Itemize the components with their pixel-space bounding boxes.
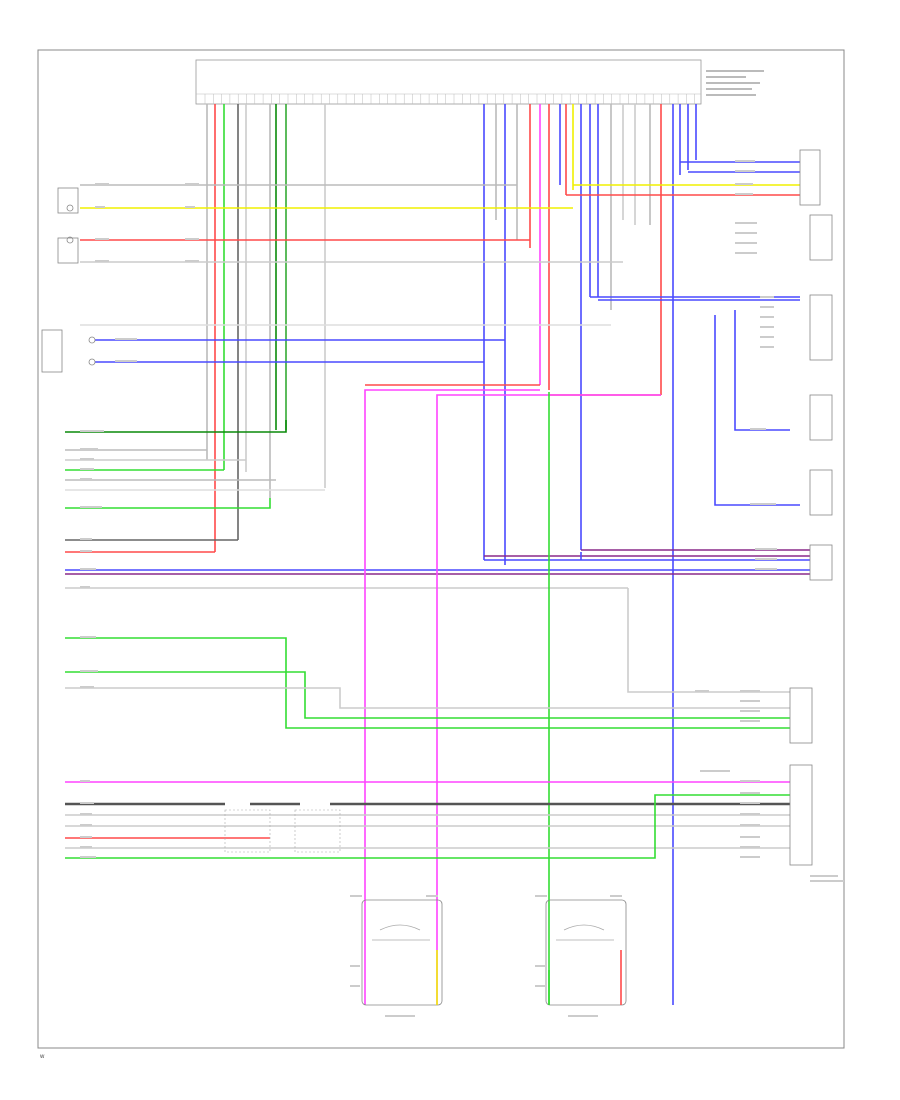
wire-label-mark [80, 824, 92, 826]
wire-label-mark [740, 846, 760, 848]
wire-label-mark [735, 170, 755, 172]
module-label-lines [706, 70, 764, 96]
wire-label-mark [740, 710, 760, 712]
wire-label-mark [755, 568, 777, 570]
wire-label-mark [810, 875, 838, 877]
diagram-border [37, 49, 845, 1049]
wire-label-mark [740, 802, 760, 804]
wire-label-mark [80, 686, 94, 688]
right-top-wires [365, 161, 800, 506]
wire-label-mark [80, 836, 92, 838]
wire-label-mark [350, 985, 360, 987]
wire-label-mark [740, 720, 760, 722]
wire-label-mark [760, 296, 774, 298]
wire-label-mark [695, 690, 709, 692]
wire-label-mark [735, 222, 757, 224]
wire-label-mark [80, 813, 92, 815]
connector-pins [204, 94, 695, 104]
wire-label-mark [80, 468, 94, 470]
wire-label-mark [80, 538, 92, 540]
wire-label-mark [760, 316, 774, 318]
wire-label-mark [740, 856, 760, 858]
wire-label-mark [80, 430, 104, 432]
wire-label-mark [735, 160, 755, 162]
wire-label-mark [426, 895, 438, 897]
wire-label-mark [760, 336, 774, 338]
wire-label-mark [80, 586, 90, 588]
wire-label-mark [740, 836, 760, 838]
wire-label-mark [535, 985, 545, 987]
wire-label-mark [755, 548, 777, 550]
wire-label-mark [95, 206, 105, 208]
label-marks [80, 160, 844, 1017]
wire-label-mark [735, 252, 757, 254]
left-sensor-symbols [41, 187, 96, 373]
wire-label-mark [80, 506, 102, 508]
wire-label-mark [350, 965, 360, 967]
wire-label-mark [810, 880, 844, 882]
wire-label-mark [80, 636, 96, 638]
wire-label-mark [740, 792, 760, 794]
wire-label-mark [750, 428, 766, 430]
wire-label-mark [740, 780, 760, 782]
wire-label-mark [740, 813, 760, 815]
wire-label-mark [760, 346, 774, 348]
wire-label-mark [740, 700, 760, 702]
right-components [789, 149, 833, 866]
left-harness-wires [65, 420, 325, 553]
wire-label-mark [80, 802, 94, 804]
vertical-wires [206, 104, 697, 860]
wire-label-mark [735, 193, 753, 195]
wire-label-mark [80, 780, 90, 782]
wire-label-mark [700, 770, 730, 772]
wire-label-mark [80, 458, 94, 460]
wire-label-mark [80, 448, 98, 450]
bottom-harness-wires [65, 781, 790, 1005]
wire-label-mark [740, 690, 760, 692]
wire-label-mark [80, 568, 96, 570]
wire-label-mark [80, 670, 98, 672]
wire-label-mark [80, 856, 96, 858]
wire-label-mark [80, 550, 92, 552]
wire-label-mark [185, 183, 199, 185]
wire-label-mark [610, 895, 622, 897]
wire-label-mark [80, 478, 92, 480]
wire-label-mark [735, 242, 757, 244]
wire-label-mark [760, 306, 774, 308]
corner-mark: W [40, 1054, 45, 1060]
wire-label-mark [95, 238, 109, 240]
long-drop-wires [364, 389, 661, 1005]
splice-boxes [224, 809, 341, 853]
wire-label-mark [568, 1015, 598, 1017]
left-rear-speed-sensor [361, 899, 443, 1006]
control-module-connector [195, 59, 764, 105]
wire-label-mark [760, 326, 774, 328]
wire-label-mark [735, 232, 757, 234]
wire-label-mark [385, 1015, 415, 1017]
wire-label-mark [80, 846, 92, 848]
wire-label-mark [350, 895, 362, 897]
wire-label-mark [535, 895, 547, 897]
wire-label-mark [185, 260, 199, 262]
wire-label-mark [95, 260, 109, 262]
wire-label-mark [185, 206, 195, 208]
wire-label-mark [740, 824, 760, 826]
wire-label-mark [115, 338, 137, 340]
wire-label-mark [755, 558, 777, 560]
left-sensor-wires [80, 184, 623, 363]
lower-green-wires [65, 637, 790, 729]
wire-label-mark [115, 360, 137, 362]
wire-label-mark [750, 503, 776, 505]
wire-label-mark [95, 183, 109, 185]
right-rear-speed-sensor [545, 899, 627, 1006]
sensor-connector-wires [436, 950, 622, 1005]
wire-label-mark [535, 965, 545, 967]
wire-label-mark [735, 183, 753, 185]
wire-label-mark [185, 238, 199, 240]
